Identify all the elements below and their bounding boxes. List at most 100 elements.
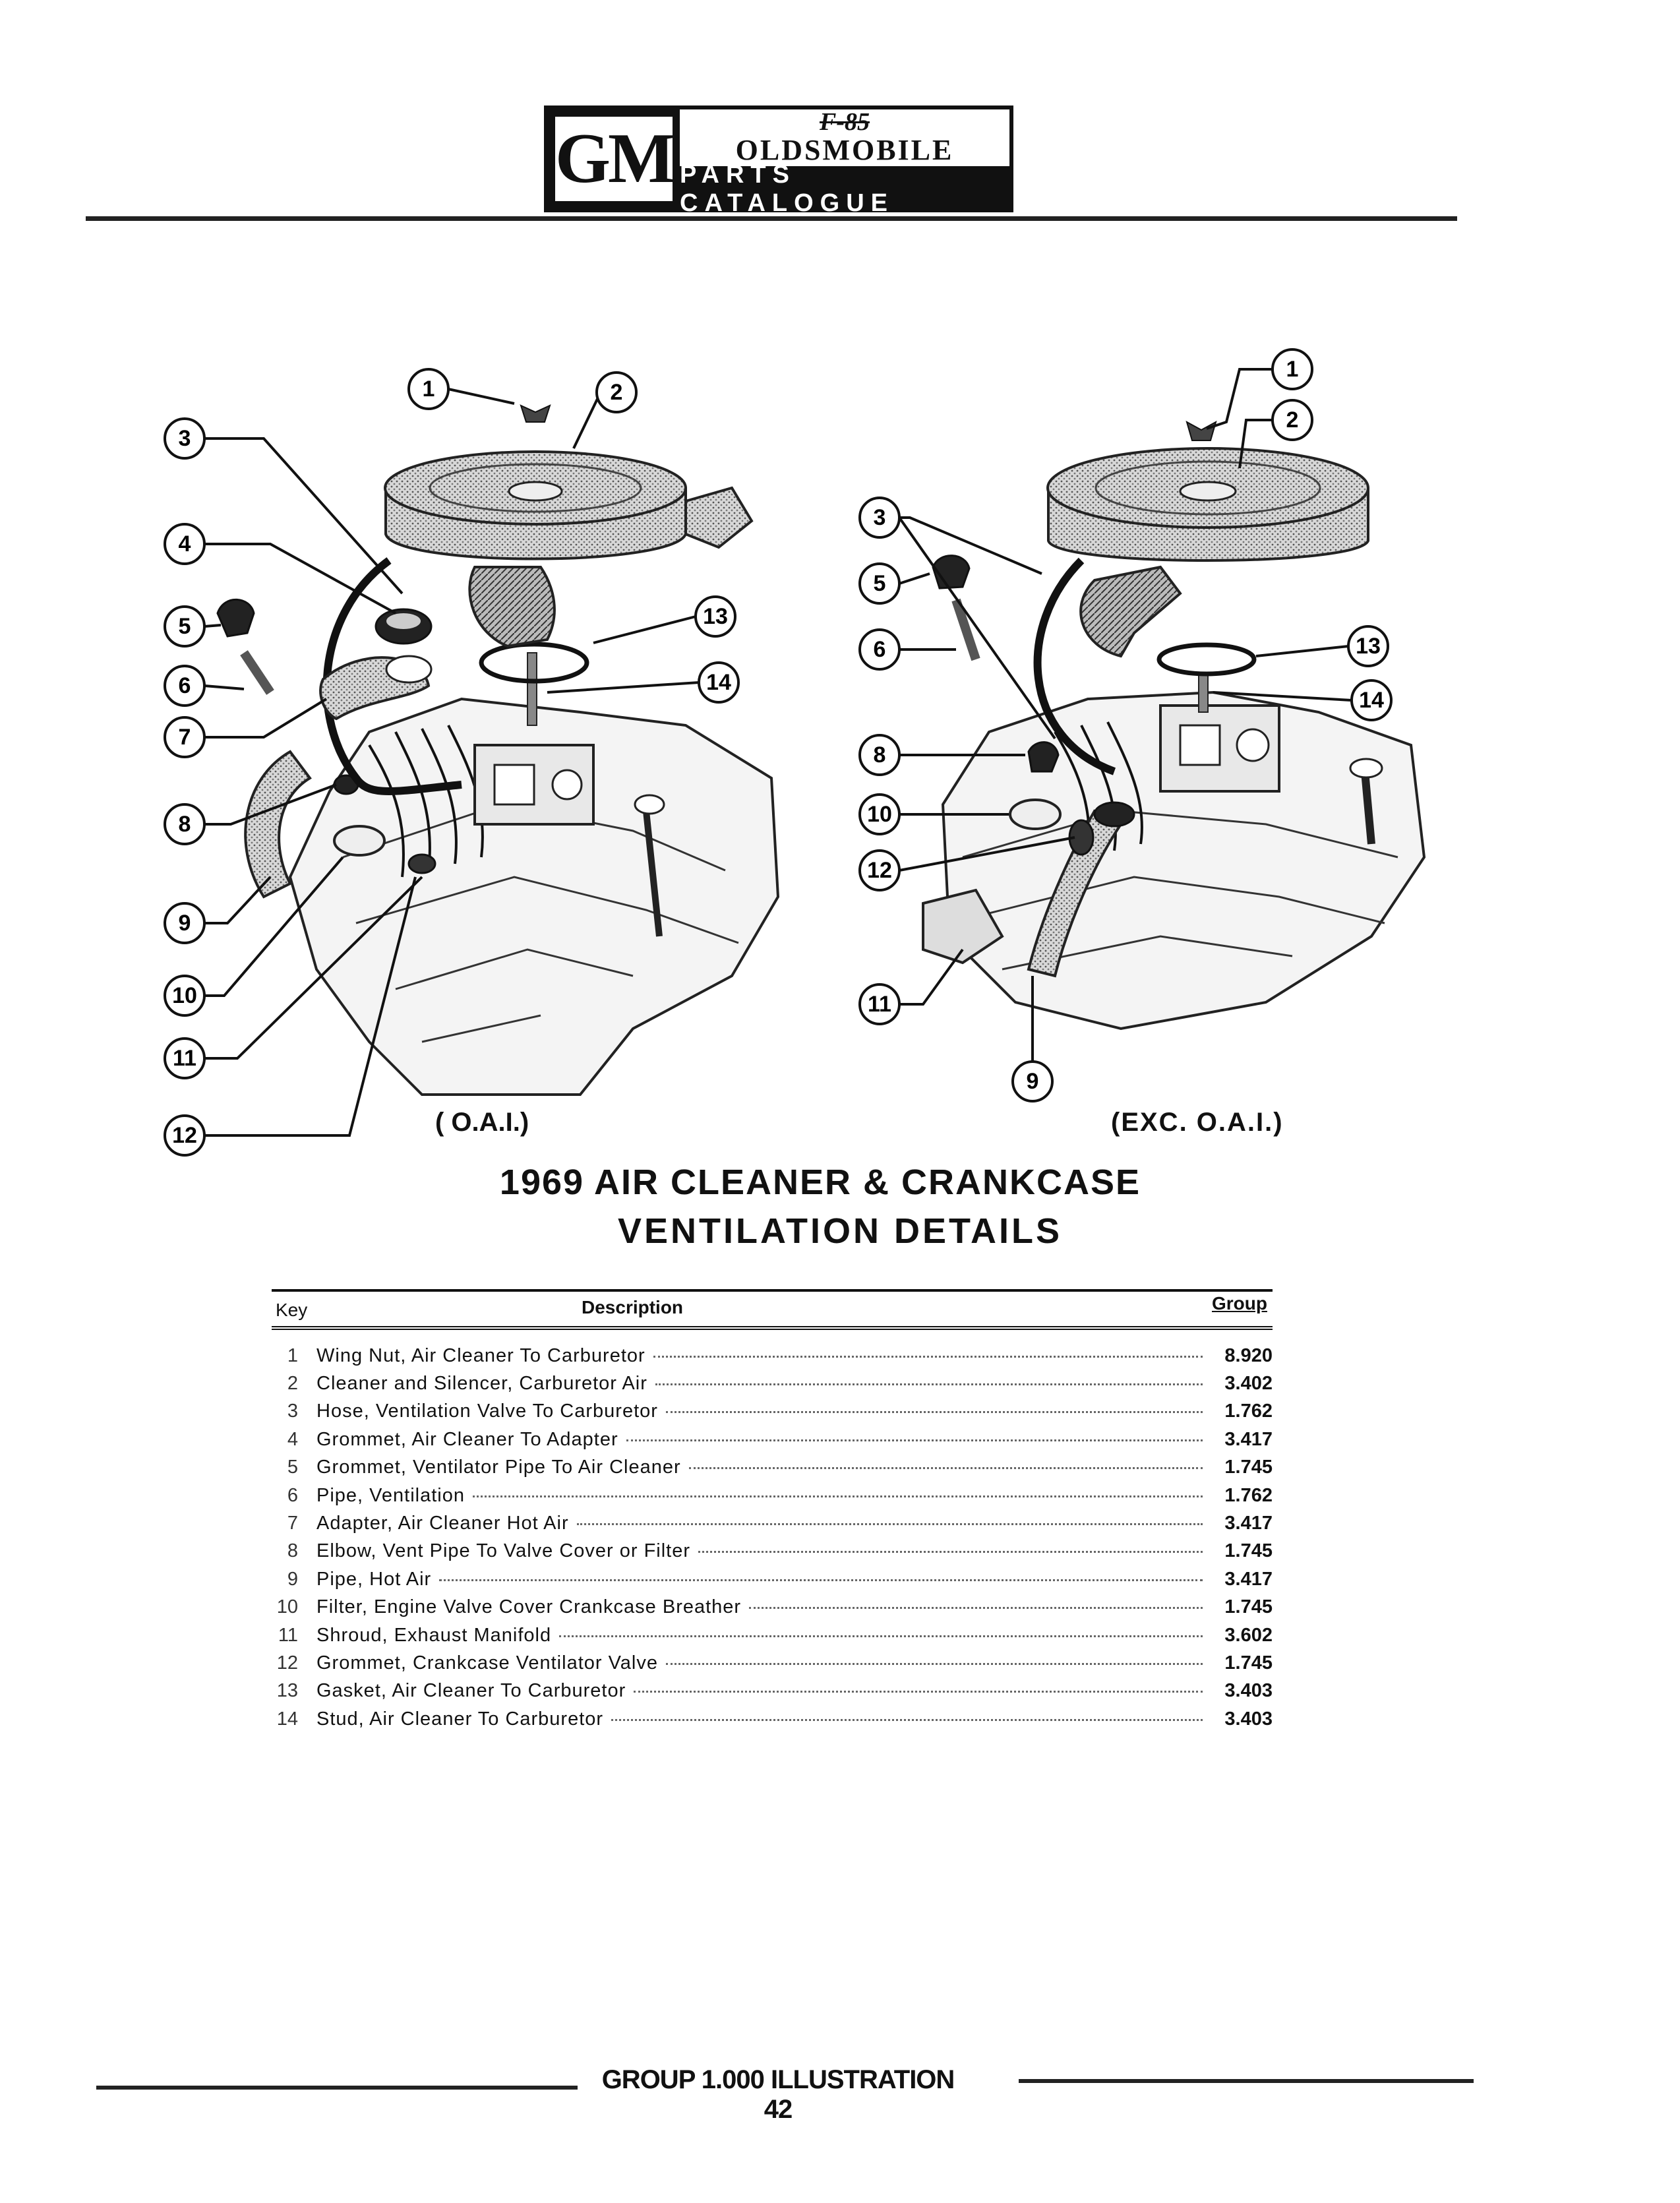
callout-1-left: 1 [407, 368, 450, 410]
table-row: 10 Filter, Engine Valve Cover Crankcase B… [272, 1594, 1273, 1621]
right-leader-lines [898, 368, 1352, 1062]
row-key: 6 [287, 1484, 298, 1506]
row-description: Stud, Air Cleaner To Carburetor [316, 1708, 604, 1730]
row-group: 3.417 [1224, 1568, 1273, 1590]
callout-7-left: 7 [164, 716, 206, 758]
callout-13-left: 13 [694, 595, 736, 638]
row-description: Shroud, Exhaust Manifold [316, 1624, 552, 1646]
make-block: F-85 OLDSMOBILE [680, 109, 1009, 170]
callout-12-right: 12 [858, 849, 901, 891]
left-callouts: 1 2 3 4 5 6 7 8 9 10 11 12 13 14 [164, 368, 740, 1157]
callout-2-right: 2 [1271, 399, 1313, 441]
callout-10-left: 10 [164, 975, 206, 1017]
row-group: 3.417 [1224, 1428, 1273, 1450]
row-description: Gasket, Air Cleaner To Carburetor [316, 1680, 626, 1702]
right-callouts: 1 2 3 5 6 8 10 12 11 9 13 14 [858, 348, 1393, 1102]
gm-logo: GM [553, 114, 675, 204]
row-description: Elbow, Vent Pipe To Valve Cover or Filte… [316, 1540, 691, 1562]
footer-illustration-label: GROUP 1.000 ILLUSTRATION 42 [601, 2065, 955, 2124]
svg-text:9: 9 [1027, 1069, 1039, 1094]
callout-10-right: 10 [858, 793, 901, 835]
row-group: 1.762 [1224, 1401, 1273, 1422]
svg-text:6: 6 [874, 637, 886, 662]
table-row: 13 Gasket, Air Cleaner To Carburetor 3.403 [272, 1677, 1273, 1705]
row-group: 3.403 [1224, 1680, 1273, 1702]
row-group: 1.762 [1224, 1484, 1273, 1506]
row-key: 9 [287, 1568, 298, 1590]
parts-table-body: 1 Wing Nut, Air Cleaner To Carburetor 8.92… [272, 1342, 1273, 1733]
row-key: 14 [276, 1708, 298, 1730]
table-row: 12 Grommet, Crankcase Ventilator Valve 1.7… [272, 1649, 1273, 1677]
row-key: 3 [287, 1401, 298, 1422]
row-key: 1 [287, 1344, 298, 1366]
row-description: Pipe, Ventilation [316, 1484, 465, 1506]
make-name: OLDSMOBILE [735, 134, 954, 166]
figure-title-line-1: 1969 AIR CLEANER & CRANKCASE [499, 1162, 1141, 1202]
svg-text:1: 1 [423, 377, 435, 402]
row-group: 3.602 [1224, 1624, 1273, 1646]
callout-5-left: 5 [164, 605, 206, 648]
engine-illustrations: 1 2 3 4 5 6 7 8 9 10 11 12 13 14 [164, 348, 1426, 1157]
row-description: Grommet, Ventilator Pipe To Air Cleaner [316, 1457, 681, 1478]
svg-text:5: 5 [179, 614, 191, 639]
svg-text:11: 11 [868, 992, 891, 1017]
svg-text:9: 9 [179, 911, 191, 936]
svg-text:14: 14 [706, 670, 731, 695]
callout-14-left: 14 [698, 661, 740, 704]
row-description: Wing Nut, Air Cleaner To Carburetor [316, 1344, 645, 1366]
footer-rule-right [1019, 2079, 1474, 2083]
table-row: 6 Pipe, Ventilation 1.762 [272, 1482, 1273, 1509]
svg-text:14: 14 [1359, 688, 1384, 713]
callout-12-left: 12 [164, 1114, 206, 1157]
callout-11-right: 11 [858, 983, 901, 1025]
svg-text:13: 13 [703, 604, 728, 629]
right-engine-drawing [922, 420, 1426, 1031]
f85-mark: F-85 [820, 108, 870, 136]
row-description: Hose, Ventilation Valve To Carburetor [316, 1401, 658, 1422]
row-group: 3.402 [1224, 1373, 1273, 1395]
row-group: 3.403 [1224, 1708, 1273, 1730]
row-key: 10 [276, 1596, 298, 1618]
header-key: Key [276, 1300, 308, 1320]
row-group: 8.920 [1224, 1344, 1273, 1366]
svg-text:10: 10 [172, 983, 197, 1008]
svg-text:8: 8 [874, 742, 886, 768]
svg-text:3: 3 [179, 426, 191, 451]
row-group: 1.745 [1224, 1652, 1273, 1674]
row-group: 1.745 [1224, 1457, 1273, 1478]
row-key: 2 [287, 1373, 298, 1395]
row-description: Filter, Engine Valve Cover Crankcase Bre… [316, 1596, 742, 1618]
svg-text:8: 8 [179, 812, 191, 837]
svg-text:3: 3 [874, 505, 886, 530]
callout-6-left: 6 [164, 665, 206, 707]
catalogue-header: GM F-85 OLDSMOBILE PARTS CATALOGUE [544, 106, 1013, 217]
row-group: 1.745 [1224, 1596, 1273, 1618]
callout-2-left: 2 [595, 371, 638, 413]
row-key: 12 [276, 1652, 298, 1674]
svg-text:1: 1 [1286, 357, 1299, 382]
table-row: 3 Hose, Ventilation Valve To Carburetor 1.… [272, 1398, 1273, 1426]
svg-text:2: 2 [1286, 407, 1299, 433]
footer-rule-left [96, 2086, 578, 2090]
callout-13-right: 13 [1347, 625, 1389, 667]
row-description: Adapter, Air Cleaner Hot Air [316, 1513, 569, 1534]
callout-8-right: 8 [858, 734, 901, 776]
row-description: Grommet, Crankcase Ventilator Valve [316, 1652, 658, 1674]
caption-oai: ( O.A.I.) [435, 1108, 529, 1137]
svg-text:4: 4 [179, 531, 191, 557]
row-key: 13 [276, 1680, 298, 1702]
callout-5-right: 5 [858, 562, 901, 605]
callout-3-right: 3 [858, 497, 901, 539]
row-group: 3.417 [1224, 1513, 1273, 1534]
caption-exc-oai: (EXC. O.A.I.) [1111, 1108, 1284, 1137]
svg-text:5: 5 [874, 571, 886, 596]
svg-text:6: 6 [179, 673, 191, 698]
row-key: 11 [278, 1624, 298, 1646]
svg-text:12: 12 [172, 1123, 197, 1148]
table-row: 1 Wing Nut, Air Cleaner To Carburetor 8.92… [272, 1342, 1273, 1370]
